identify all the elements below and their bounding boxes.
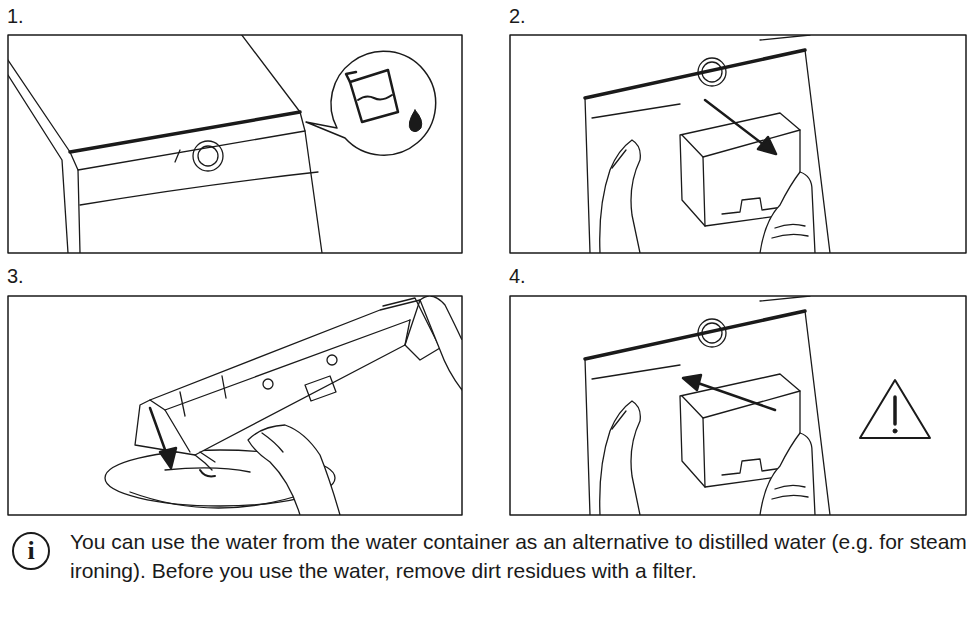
hand bbox=[600, 401, 815, 515]
dryer-illustration bbox=[70, 112, 300, 152]
hand bbox=[420, 296, 462, 390]
dryer-illustration bbox=[585, 296, 830, 515]
water-container bbox=[405, 320, 410, 345]
hand bbox=[612, 411, 626, 429]
dryer-illustration bbox=[8, 35, 322, 253]
hand bbox=[600, 140, 641, 253]
water-container bbox=[327, 355, 337, 365]
direction-arrow bbox=[160, 448, 176, 468]
dryer-illustration bbox=[585, 35, 830, 253]
water-container bbox=[263, 379, 273, 389]
info-note: You can use the water from the water con… bbox=[70, 527, 970, 585]
direction-arrow bbox=[695, 382, 775, 410]
dryer-illustration bbox=[682, 391, 800, 418]
dryer-illustration bbox=[592, 104, 680, 118]
dryer-illustration bbox=[305, 131, 322, 253]
warning-symbol bbox=[893, 429, 897, 433]
dryer-illustration bbox=[698, 58, 726, 86]
panel-frame bbox=[8, 296, 462, 515]
hand bbox=[600, 401, 641, 515]
info-icon: i bbox=[12, 532, 50, 570]
water-container bbox=[165, 410, 190, 452]
hand bbox=[248, 296, 462, 515]
hand bbox=[775, 224, 805, 228]
warning-symbol bbox=[860, 380, 930, 438]
basin bbox=[165, 468, 250, 472]
dryer-illustration bbox=[8, 35, 300, 152]
hand bbox=[612, 150, 626, 168]
panel-frame bbox=[8, 35, 462, 253]
dryer-illustration bbox=[703, 157, 705, 226]
hand bbox=[262, 433, 283, 452]
dryer-illustration bbox=[8, 75, 68, 253]
dryer-illustration bbox=[703, 418, 705, 487]
dryer-illustration bbox=[198, 146, 218, 166]
hand bbox=[775, 485, 805, 489]
warning-symbol bbox=[893, 397, 897, 424]
dryer-illustration bbox=[760, 35, 810, 40]
warning-symbol bbox=[860, 380, 930, 438]
direction-arrow bbox=[683, 375, 775, 410]
water-container bbox=[195, 452, 215, 470]
dryer-illustration bbox=[585, 98, 590, 253]
dryer-illustration bbox=[585, 359, 590, 515]
direction-arrow bbox=[150, 408, 176, 468]
panel-frame bbox=[8, 35, 966, 515]
dryer-illustration bbox=[585, 50, 805, 98]
dryer-illustration bbox=[70, 112, 305, 170]
hand bbox=[600, 140, 815, 253]
step-number: 1. bbox=[7, 4, 67, 28]
step-number: 4. bbox=[509, 264, 569, 288]
dryer-illustration bbox=[702, 62, 722, 82]
water-container-callout bbox=[306, 51, 436, 155]
dryer-illustration bbox=[682, 130, 800, 157]
water-container-callout bbox=[358, 95, 392, 100]
info-letter: i bbox=[27, 538, 34, 564]
dryer-illustration bbox=[78, 170, 80, 253]
water-container bbox=[200, 470, 215, 476]
water-container-callout bbox=[306, 51, 436, 155]
panel-frame bbox=[510, 35, 966, 253]
dryer-illustration bbox=[592, 365, 680, 379]
water-container-callout bbox=[409, 110, 422, 132]
basin bbox=[130, 490, 315, 508]
water-container-callout bbox=[350, 70, 398, 122]
direction-arrow bbox=[705, 100, 768, 148]
direction-arrow bbox=[683, 375, 701, 390]
dryer-illustration bbox=[193, 141, 223, 171]
hand bbox=[772, 495, 808, 499]
step-number: 2. bbox=[509, 4, 569, 28]
water-container-callout bbox=[346, 72, 356, 82]
hand bbox=[760, 433, 815, 515]
direction-arrow bbox=[705, 100, 776, 154]
water-container bbox=[150, 320, 410, 410]
panel-frame bbox=[510, 296, 966, 515]
dryer-illustration bbox=[80, 172, 318, 205]
water-container bbox=[180, 376, 226, 416]
dryer-illustration bbox=[585, 311, 805, 359]
dryer-illustration bbox=[698, 319, 726, 347]
dryer-illustration bbox=[175, 150, 180, 162]
direction-arrow bbox=[758, 137, 776, 154]
dryer-illustration bbox=[760, 296, 810, 301]
hand bbox=[772, 234, 808, 238]
water-container bbox=[305, 376, 336, 401]
hand bbox=[248, 425, 340, 515]
dryer-illustration bbox=[702, 323, 722, 343]
step-number: 3. bbox=[7, 264, 67, 288]
hand bbox=[760, 172, 815, 253]
